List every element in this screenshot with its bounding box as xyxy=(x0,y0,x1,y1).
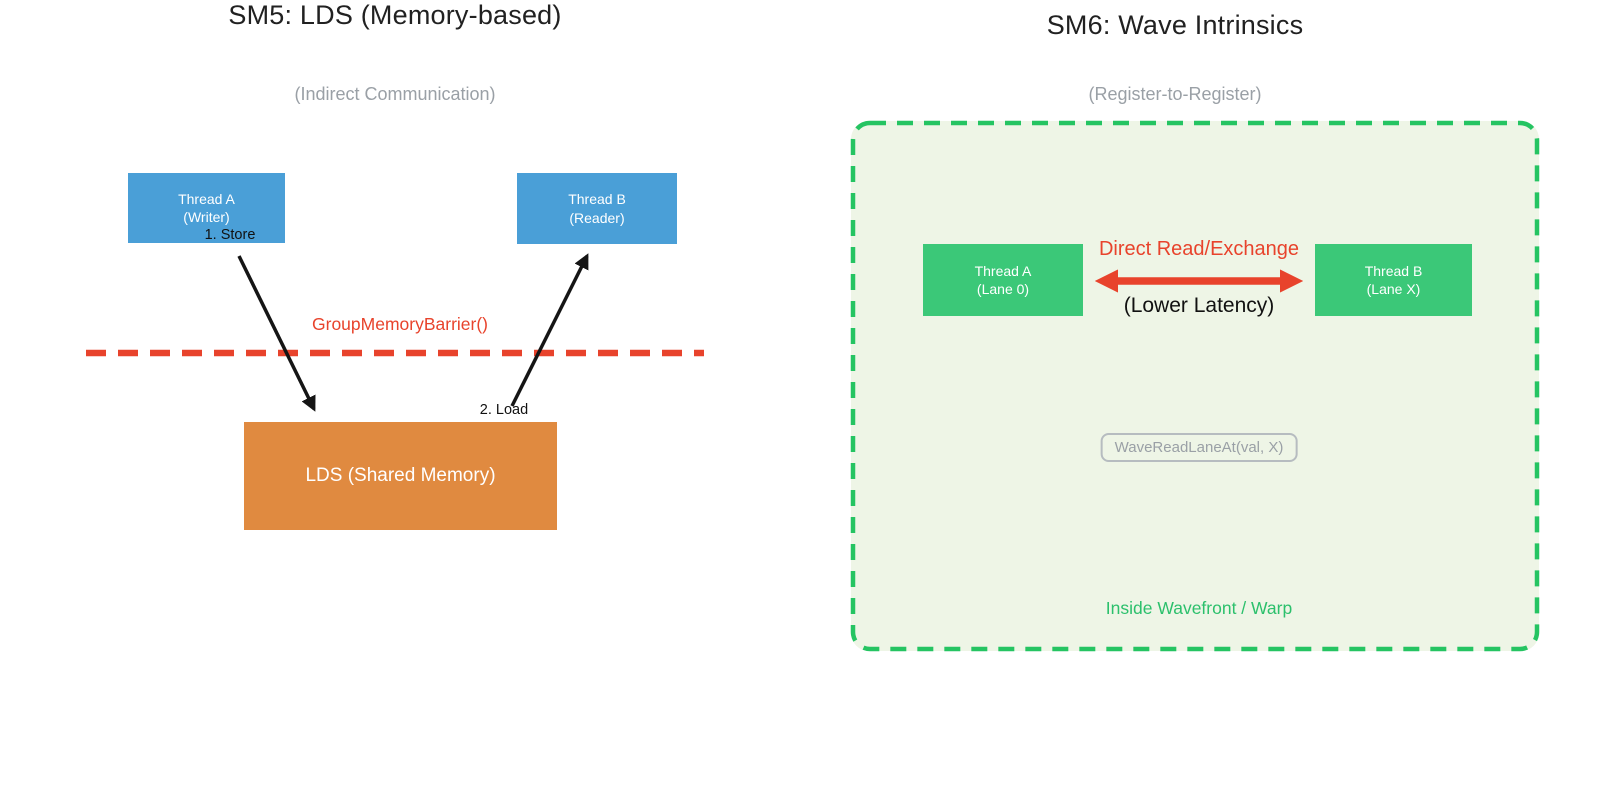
right-panel-subtitle: (Register-to-Register) xyxy=(1088,84,1262,104)
lower-latency-label: (Lower Latency) xyxy=(1123,294,1275,317)
thread-a-writer-box: Thread A (Writer) xyxy=(128,173,285,243)
thread-b-lanex-line2: (Lane X) xyxy=(1366,281,1421,297)
thread-b-reader-line1: Thread B xyxy=(568,191,626,208)
right-panel-title: SM6: Wave Intrinsics xyxy=(1046,10,1304,40)
left-panel-title: SM5: LDS (Memory-based) xyxy=(228,0,562,30)
thread-a-lane0-line2: (Lane 0) xyxy=(976,281,1030,297)
thread-b-lanex-line1: Thread B xyxy=(1364,262,1423,279)
direct-read-exchange-label: Direct Read/Exchange xyxy=(1098,238,1300,260)
lds-shared-memory-label: LDS (Shared Memory) xyxy=(305,465,496,486)
thread-b-reader-box: Thread B (Reader) xyxy=(517,173,677,244)
wave-read-lane-at-pill: WaveReadLaneAt(val, X) xyxy=(1100,433,1298,462)
group-memory-barrier-label: GroupMemoryBarrier() xyxy=(312,314,488,334)
thread-b-reader-line2: (Reader) xyxy=(569,209,625,226)
thread-a-lane0-line1: Thread A xyxy=(974,262,1032,279)
lds-shared-memory-box: LDS (Shared Memory) xyxy=(244,422,557,530)
inside-wavefront-warp-label: Inside Wavefront / Warp xyxy=(1105,598,1293,618)
thread-a-writer-line2: (Writer) xyxy=(183,209,230,225)
wavefront-container xyxy=(851,121,1539,651)
store-step-label: 1. Store xyxy=(204,227,256,243)
load-step-label: 2. Load xyxy=(479,402,529,418)
left-panel-subtitle: (Indirect Communication) xyxy=(294,84,496,104)
thread-a-writer-line1: Thread A xyxy=(178,190,235,207)
